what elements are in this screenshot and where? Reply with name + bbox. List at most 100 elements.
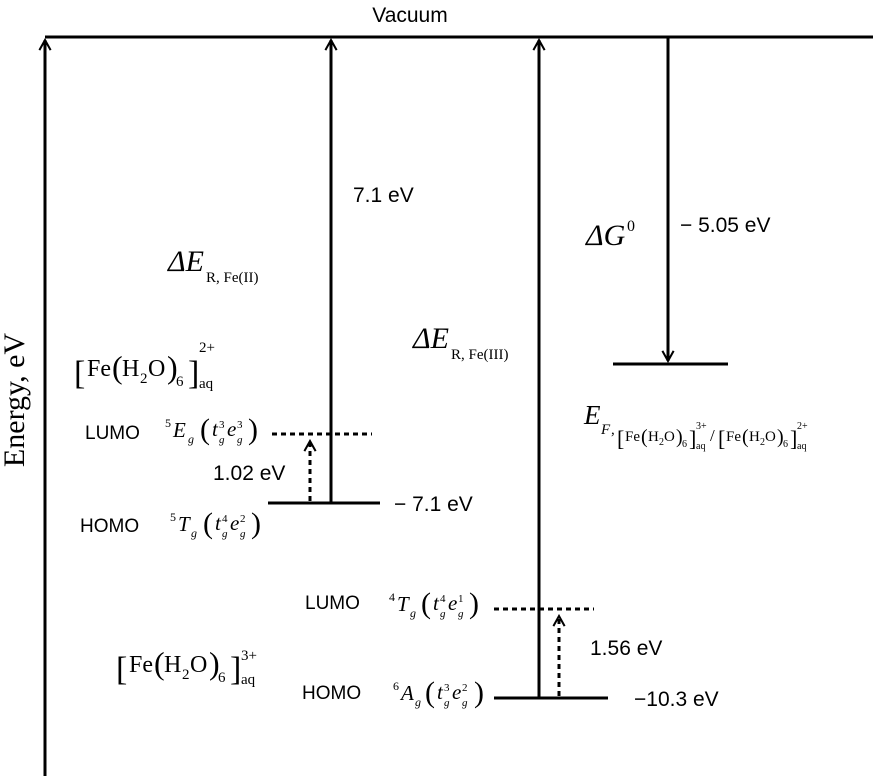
svg-text:H: H [749,429,760,445]
svg-text:[: [ [116,651,127,688]
svg-text:O: O [148,356,165,382]
svg-text:(: ( [425,676,435,709]
svg-text:3: 3 [219,419,225,431]
svg-text:/: / [710,426,715,445]
svg-text:(: ( [200,413,210,446]
svg-text:t: t [433,591,440,615]
svg-text:t: t [437,680,444,704]
svg-text:O: O [190,652,207,678]
svg-text:g: g [240,528,246,540]
svg-text:2: 2 [462,682,468,694]
svg-text:(: ( [154,645,165,681]
svg-text:): ) [777,426,784,448]
svg-text:E: E [583,400,601,430]
svg-text:e: e [452,680,461,704]
svg-text:R, Fe(II): R, Fe(II) [206,270,259,286]
svg-text:(: ( [742,426,749,448]
fe2-ionization-energy: 7.1 eV [353,184,414,207]
fe2-homo-label: HOMO [80,516,139,537]
svg-text:6: 6 [393,679,399,693]
svg-text:[: [ [617,426,624,451]
svg-text:g: g [222,528,228,540]
svg-text:aq: aq [696,441,705,452]
svg-text:]: ] [230,651,241,688]
fe3-homo-term-symbol: 6 A g ( t 3 g e 2 g ) [393,676,484,709]
svg-text:): ) [251,507,261,540]
svg-text:aq: aq [199,376,214,392]
svg-text:e: e [230,511,239,535]
svg-text:A: A [399,681,414,705]
svg-text:3+: 3+ [241,648,257,664]
svg-text:2: 2 [760,437,765,448]
svg-text:g: g [188,432,194,446]
svg-text:g: g [415,695,421,709]
svg-text:,: , [611,422,615,438]
fe2-homo-term-symbol: 5 T g ( t 4 g e 2 g ) [170,507,261,540]
svg-text:g: g [440,608,446,620]
svg-text:6: 6 [682,439,687,450]
fe3-complex-formula: [ Fe ( H 2 O ) 6 ] 3+ aq [116,645,257,688]
svg-text:2: 2 [182,667,190,683]
svg-text:3: 3 [444,682,450,694]
svg-text:g: g [462,697,468,709]
svg-text:[: [ [74,355,85,392]
fe2-lumo-term-symbol: 5 E g ( t 3 g e 3 g ) [165,413,258,446]
svg-text:Fe: Fe [726,429,741,445]
delta-g-value: − 5.05 eV [680,214,771,237]
svg-text:Fe: Fe [129,652,153,678]
svg-text:aq: aq [241,672,256,688]
fe3-lumo-label: LUMO [305,593,360,614]
svg-text:H: H [164,652,181,678]
fe3-gap-energy: 1.56 eV [590,637,662,660]
svg-text:]: ] [689,426,696,451]
svg-text:g: g [444,697,450,709]
svg-text:2: 2 [140,371,148,387]
delta-g-label: ΔG 0 [585,218,635,252]
svg-text:2+: 2+ [199,340,215,356]
svg-text:Fe: Fe [87,356,111,382]
svg-text:(: ( [421,587,431,620]
svg-text:e: e [227,417,236,441]
svg-text:Fe: Fe [625,429,640,445]
fe3-homo-energy: −10.3 eV [634,688,719,711]
svg-text:): ) [469,587,479,620]
svg-text:6: 6 [176,374,184,390]
svg-text:(: ( [203,507,213,540]
svg-text:g: g [219,434,225,446]
svg-text:H: H [648,429,659,445]
y-axis-label: Energy, eV [0,333,31,467]
svg-text:4: 4 [222,513,228,525]
fe2-homo-energy: − 7.1 eV [394,493,473,516]
svg-text:(: ( [641,426,648,448]
svg-text:5: 5 [165,416,171,430]
svg-text:aq: aq [797,441,806,452]
svg-text:g: g [410,606,416,620]
svg-text:F: F [600,422,611,438]
svg-text:): ) [167,349,178,385]
svg-text:g: g [458,608,464,620]
svg-text:0: 0 [627,218,635,235]
fe2-gap-energy: 1.02 eV [213,462,285,485]
svg-text:O: O [664,429,675,445]
fermi-level-label: E F , [ Fe ( H 2 O ) 6 ] 3+ aq / [ Fe ( … [583,400,808,452]
svg-text:): ) [209,645,220,681]
svg-text:6: 6 [783,439,788,450]
vacuum-label: Vacuum [372,4,447,27]
svg-text:5: 5 [170,510,176,524]
svg-text:T: T [178,512,191,536]
fe3-delta-e-label: ΔE R, Fe(III) [412,322,508,363]
svg-text:4: 4 [389,590,395,604]
svg-text:3+: 3+ [696,421,707,432]
svg-text:H: H [122,356,139,382]
svg-text:ΔE: ΔE [167,245,204,278]
svg-text:ΔE: ΔE [412,322,449,355]
svg-text:6: 6 [218,670,226,686]
svg-text:): ) [248,413,258,446]
svg-text:T: T [397,592,410,616]
fe2-complex-formula: [ Fe ( H 2 O ) 6 ] 2+ aq [74,340,215,392]
svg-text:): ) [474,676,484,709]
fe2-lumo-label: LUMO [85,423,140,444]
svg-text:t: t [212,417,219,441]
svg-text:1: 1 [458,593,464,605]
